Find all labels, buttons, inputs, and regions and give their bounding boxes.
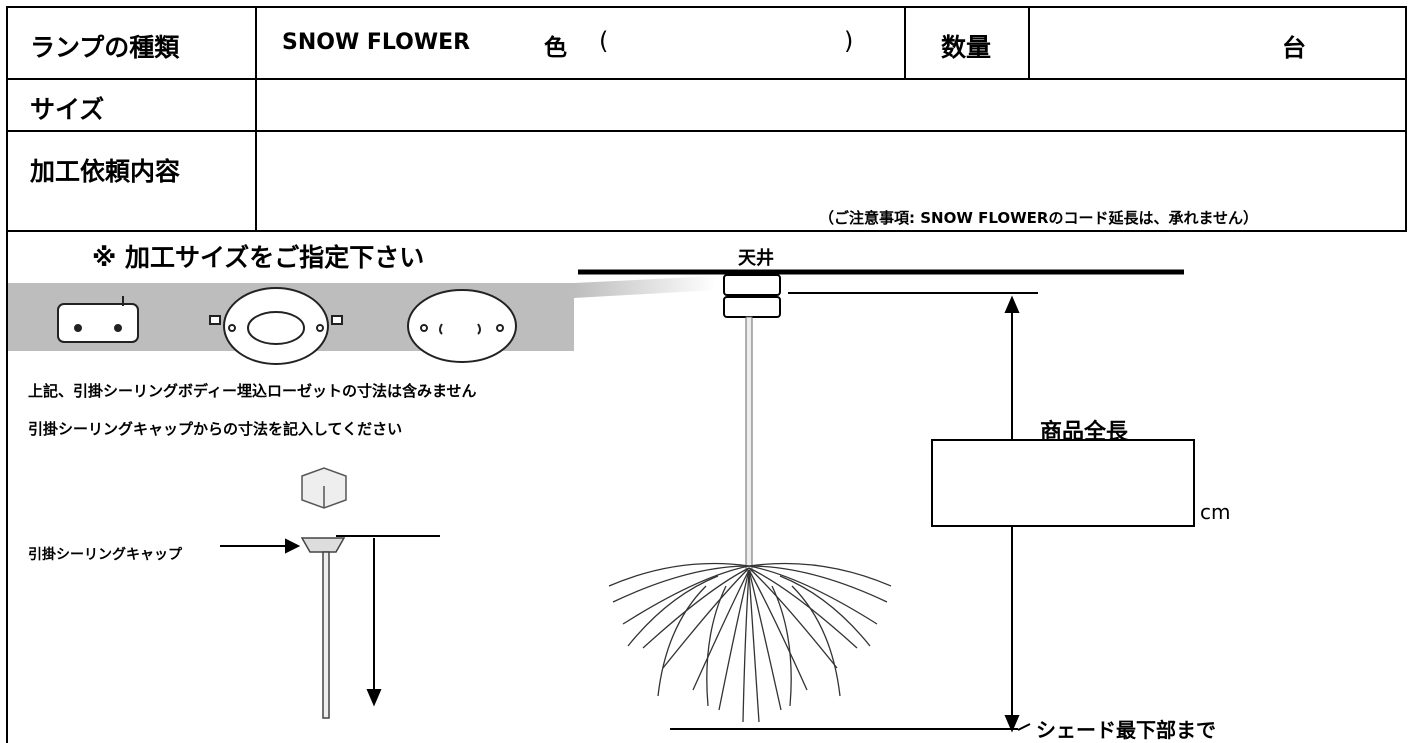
note-text: （ご注意事項: SNOW FLOWERのコード延長は、承れません）	[819, 209, 1259, 227]
table-divider-unit	[1028, 6, 1030, 78]
ceiling-label: 天井	[738, 248, 774, 269]
product-name: SNOW FLOWER	[282, 30, 471, 55]
color-paren-close: )	[844, 27, 854, 55]
lamp-type-label: ランプの種類	[30, 33, 180, 62]
table-border-top	[6, 6, 1407, 8]
instruction-line-1: 上記、引掛シーリングボディー埋込ローゼットの寸法は含みません	[28, 382, 477, 400]
shade-illustration	[608, 562, 892, 723]
table-border-row1	[6, 78, 1407, 80]
table-border-row3	[6, 230, 1407, 232]
cap-length-arrow	[366, 538, 382, 707]
diagram-graphics	[8, 269, 1195, 733]
table-border-left	[6, 6, 8, 743]
unit-label: cm	[1200, 500, 1231, 524]
bottom-pointer	[1017, 723, 1031, 731]
cap-fixture	[300, 537, 346, 719]
cap-arrow	[220, 538, 301, 554]
pendant-cord	[745, 316, 753, 572]
size-label: サイズ	[30, 95, 105, 124]
instruction-line-2: 引掛シーリングキャップからの寸法を記入してください	[28, 420, 403, 438]
quantity-label: 数量	[941, 33, 992, 62]
table-border-right	[1405, 6, 1407, 230]
request-label: 加工依頼内容	[30, 157, 181, 186]
table-border-row2	[6, 130, 1407, 132]
table-divider-label	[255, 6, 257, 230]
cap-illustration	[301, 467, 347, 509]
length-input-box[interactable]	[931, 439, 1195, 527]
rosette-round-icon-2	[407, 289, 517, 363]
rosette-round-icon-1	[209, 287, 343, 365]
color-label: 色	[544, 35, 567, 61]
rosette-square-icon	[57, 296, 139, 343]
order-form: ランプの種類 SNOW FLOWER 色 ( ) 数量 台 サイズ 加工依頼内容…	[6, 6, 1407, 743]
quantity-unit: 台	[1282, 34, 1306, 62]
color-paren-open: (	[599, 27, 609, 55]
table-divider-quantity	[904, 6, 906, 78]
ceiling-cap	[723, 274, 781, 318]
total-length-arrow	[1004, 295, 1020, 733]
cap-label: 引掛シーリングキャップ	[28, 547, 182, 563]
instruction-heading: ※ 加工サイズをご指定下さい	[92, 243, 425, 272]
bottom-label: シェード最下部まで	[1036, 718, 1216, 742]
